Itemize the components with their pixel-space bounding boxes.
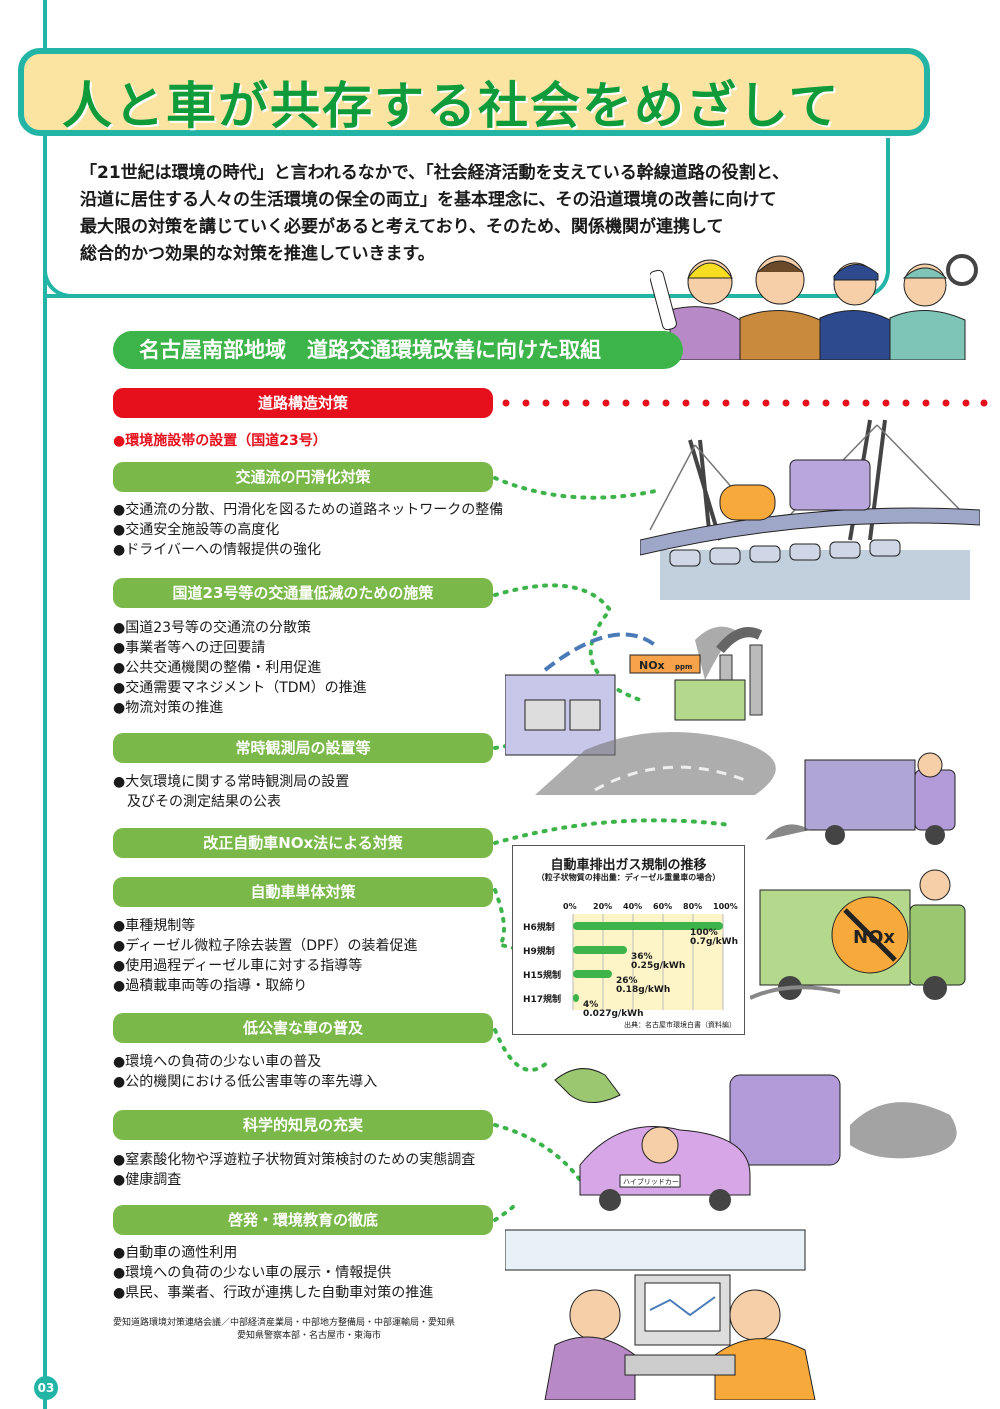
category-traffic-flow: 交通流の円滑化対策 bbox=[113, 462, 493, 492]
chart-value-label: 36% bbox=[631, 952, 653, 962]
x-tick-label: 20% bbox=[593, 902, 613, 911]
truck-illustration bbox=[765, 752, 956, 845]
category-vehicle: 自動車単体対策 bbox=[113, 877, 493, 907]
chart-bar bbox=[573, 922, 723, 930]
list-item: 車種規制等 bbox=[113, 916, 418, 936]
x-tick-label: 40% bbox=[623, 902, 643, 911]
credit: 愛知道路環境対策連絡会議／中部経済産業局・中部地方整備局・中部運輸局・愛知県 愛… bbox=[113, 1317, 455, 1343]
chart-unit-label: 0.027g/kWh bbox=[583, 1009, 644, 1019]
chart-bar bbox=[573, 994, 579, 1002]
chart-subtitle: （粒子状物質の排出量：ディーゼル重量車の場合） bbox=[536, 873, 721, 882]
section-title: 名古屋南部地域 道路交通環境改善に向けた取組 bbox=[113, 331, 683, 369]
credit-line: 愛知県警察本部・名古屋市・東海市 bbox=[237, 1331, 382, 1341]
category-label: H6規制 bbox=[523, 923, 555, 933]
hybrid-label: ハイブリッドカー bbox=[623, 1177, 679, 1186]
nox-truck-illustration: NOx bbox=[750, 869, 966, 1000]
emission-chart: 自動車排出ガス規制の推移 （粒子状物質の排出量：ディーゼル重量車の場合） 0% 2… bbox=[512, 845, 745, 1035]
observation-station-illustration: NOx ppm bbox=[505, 626, 776, 795]
category-road-structure: 道路構造対策 bbox=[113, 388, 493, 418]
chart-value-label: 4% bbox=[583, 1000, 599, 1010]
chart-plot bbox=[572, 914, 724, 1010]
education-list: 自動車の適性利用 環境への負荷の少ない車の展示・情報提供 県民、事業者、行政が連… bbox=[113, 1243, 433, 1303]
category-nox-law: 改正自動車NOx法による対策 bbox=[113, 828, 493, 858]
list-item: ドライバーへの情報提供の強化 bbox=[113, 540, 503, 560]
low-emission-list: 環境への負荷の少ない車の普及 公的機関における低公害車等の率先導入 bbox=[113, 1052, 377, 1092]
list-item: 国道23号等の交通流の分散策 bbox=[113, 618, 367, 638]
list-item: 交通安全施設等の高度化 bbox=[113, 520, 503, 540]
list-item: 交通需要マネジメント（TDM）の推進 bbox=[113, 678, 366, 698]
hybrid-car-illustration: ハイブリッドカー bbox=[554, 1068, 957, 1211]
list-item: 環境への負荷の少ない車の普及 bbox=[113, 1052, 377, 1072]
x-tick-label: 0% bbox=[563, 902, 577, 911]
vehicle-list: 車種規制等 ディーゼル微粒子除去装置（DPF）の装着促進 使用過程ディーゼル車に… bbox=[113, 916, 418, 996]
chart-unit-label: 0.7g/kWh bbox=[690, 937, 738, 947]
category-science: 科学的知見の充実 bbox=[113, 1110, 493, 1140]
intro-line: 沿道に居住する人々の生活環境の保全の両立」を基本理念に、その沿道環境の改善に向け… bbox=[80, 190, 777, 210]
chart-bar bbox=[573, 946, 627, 954]
category-label: H15規制 bbox=[523, 971, 562, 981]
category-label: H17規制 bbox=[523, 995, 562, 1005]
list-item: 事業者等への迂回要請 bbox=[113, 638, 367, 658]
page-title: 人と車が共存する社会をめざして bbox=[62, 77, 841, 135]
monitoring-list: 大気環境に関する常時観測局の設置 及びその測定結果の公表 bbox=[113, 772, 349, 812]
dotted-connector bbox=[502, 399, 988, 407]
category-traffic-reduction: 国道23号等の交通量低減のための施策 bbox=[113, 578, 493, 608]
chart-unit-label: 0.18g/kWh bbox=[616, 985, 671, 995]
x-tick-label: 100% bbox=[713, 902, 738, 911]
chart-value-label: 26% bbox=[616, 976, 638, 986]
chart-data-label: 36%0.25g/kWh bbox=[631, 953, 685, 971]
officials-illustration bbox=[650, 254, 978, 360]
list-item: 使用過程ディーゼル車に対する指導等 bbox=[113, 956, 418, 976]
x-tick-label: 60% bbox=[653, 902, 673, 911]
chart-data-label: 100%0.7g/kWh bbox=[690, 929, 738, 947]
chart-bar bbox=[573, 970, 612, 978]
category-low-emission: 低公害な車の普及 bbox=[113, 1013, 493, 1043]
road-structure-item: ●環境施設帯の設置（国道23号） bbox=[113, 433, 327, 449]
science-list: 窒素酸化物や浮遊粒子状物質対策検討のための実態調査 健康調査 bbox=[113, 1150, 475, 1190]
chart-value-label: 100% bbox=[690, 928, 718, 938]
chart-data-label: 4%0.027g/kWh bbox=[583, 1001, 644, 1019]
list-item: 環境への負荷の少ない車の展示・情報提供 bbox=[113, 1263, 433, 1283]
education-illustration bbox=[505, 1229, 816, 1400]
bridge-illustration bbox=[640, 419, 980, 600]
x-tick-label: 80% bbox=[683, 902, 703, 911]
chart-title: 自動車排出ガス規制の推移 bbox=[550, 858, 707, 873]
list-item: 大気環境に関する常時観測局の設置 bbox=[113, 772, 349, 792]
list-item: 公共交通機関の整備・利用促進 bbox=[113, 658, 367, 678]
list-item: 自動車の適性利用 bbox=[113, 1243, 433, 1263]
page-number: 03 bbox=[34, 1376, 58, 1400]
list-item: 過積載車両等の指導・取締り bbox=[113, 976, 418, 996]
intro-paragraph: 「21世紀は環境の時代」と言われるなかで、「社会経済活動を支えている幹線道路の役… bbox=[80, 160, 870, 268]
intro-frame bbox=[43, 138, 890, 298]
intro-line: 「21世紀は環境の時代」と言われるなかで、「社会経済活動を支えている幹線道路の役… bbox=[80, 163, 790, 183]
intro-line: 最大限の対策を講じていく必要があると考えており、そのため、関係機関が連携して bbox=[80, 217, 724, 237]
list-item: 窒素酸化物や浮遊粒子状物質対策検討のための実態調査 bbox=[113, 1150, 475, 1170]
list-item-continued: 及びその測定結果の公表 bbox=[127, 794, 281, 810]
list-item: 健康調査 bbox=[113, 1170, 475, 1190]
frame-line bbox=[43, 0, 47, 1409]
list-item: 交通流の分散、円滑化を図るための道路ネットワークの整備 bbox=[113, 500, 503, 520]
category-label: H9規制 bbox=[523, 947, 555, 957]
list-item: 物流対策の推進 bbox=[113, 698, 367, 718]
nox-sign-label: NOx bbox=[639, 659, 665, 672]
traffic-reduction-list: 国道23号等の交通流の分散策 事業者等への迂回要請 公共交通機関の整備・利用促進… bbox=[113, 618, 367, 718]
chart-data-label: 26%0.18g/kWh bbox=[616, 977, 670, 995]
traffic-flow-list: 交通流の分散、円滑化を図るための道路ネットワークの整備 交通安全施設等の高度化 … bbox=[113, 500, 503, 560]
list-item: ディーゼル微粒子除去装置（DPF）の装着促進 bbox=[113, 936, 417, 956]
list-item: 県民、事業者、行政が連携した自動車対策の推進 bbox=[113, 1283, 433, 1303]
credit-line: 愛知道路環境対策連絡会議／中部経済産業局・中部地方整備局・中部運輸局・愛知県 bbox=[113, 1318, 456, 1328]
ppm-label: ppm bbox=[675, 663, 692, 671]
title-banner: 人と車が共存する社会をめざして bbox=[18, 48, 930, 136]
list-item: 公的機関における低公害車等の率先導入 bbox=[113, 1072, 377, 1092]
chart-source: 出典：名古屋市環境白書（資料編） bbox=[624, 1021, 736, 1029]
category-education: 啓発・環境教育の徹底 bbox=[113, 1205, 493, 1235]
category-monitoring: 常時観測局の設置等 bbox=[113, 733, 493, 763]
intro-line: 総合的かつ効果的な対策を推進していきます。 bbox=[80, 244, 435, 264]
chart-unit-label: 0.25g/kWh bbox=[631, 961, 686, 971]
